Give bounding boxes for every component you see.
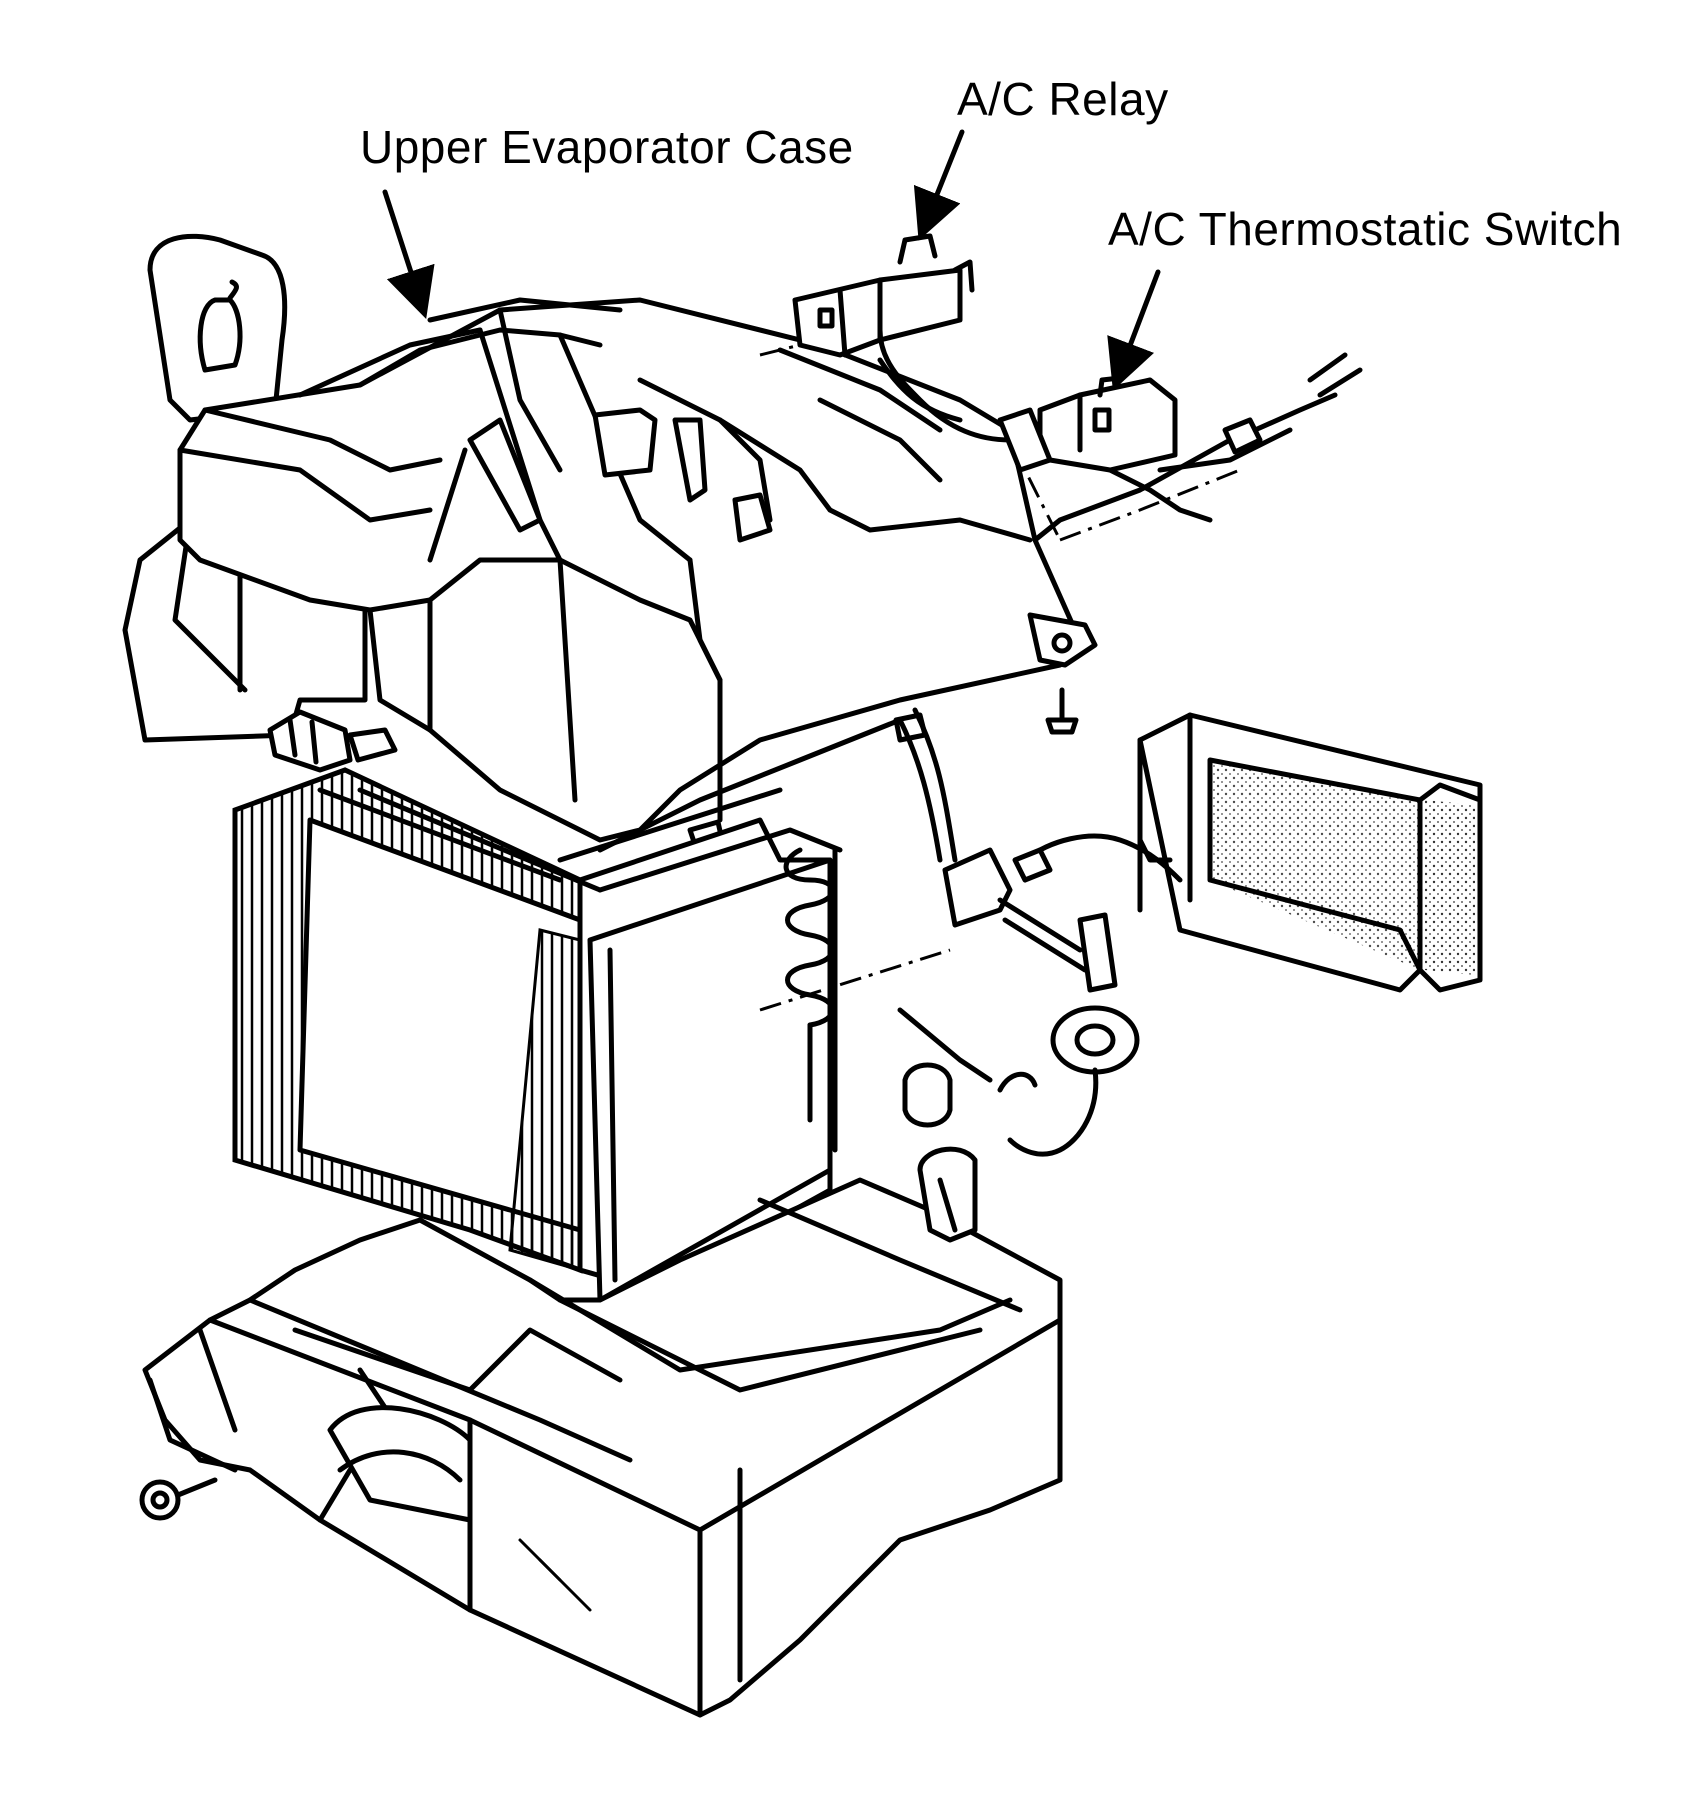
ac-thermostatic-switch-label: A/C Thermostatic Switch [1108, 203, 1623, 255]
relay-wire [877, 357, 963, 423]
left-fitting [267, 709, 398, 773]
upper-evaporator-case-label: Upper Evaporator Case [360, 121, 854, 173]
callout-arrows [382, 129, 1161, 391]
upper-case-arrow [382, 189, 435, 320]
thermostatic-switch-arrow [1107, 269, 1161, 391]
upper-evaporator-case [122, 233, 1098, 851]
ac-relay [759, 233, 1062, 541]
lower-evaporator-case [139, 1146, 1063, 1718]
heater-core [1137, 712, 1483, 993]
evaporator-core [232, 767, 951, 1303]
ac-thermostatic-switch [997, 375, 1293, 542]
ac-relay-label: A/C Relay [957, 73, 1169, 125]
refrigerant-lines [597, 352, 1363, 1157]
relay-arrow [913, 129, 965, 241]
